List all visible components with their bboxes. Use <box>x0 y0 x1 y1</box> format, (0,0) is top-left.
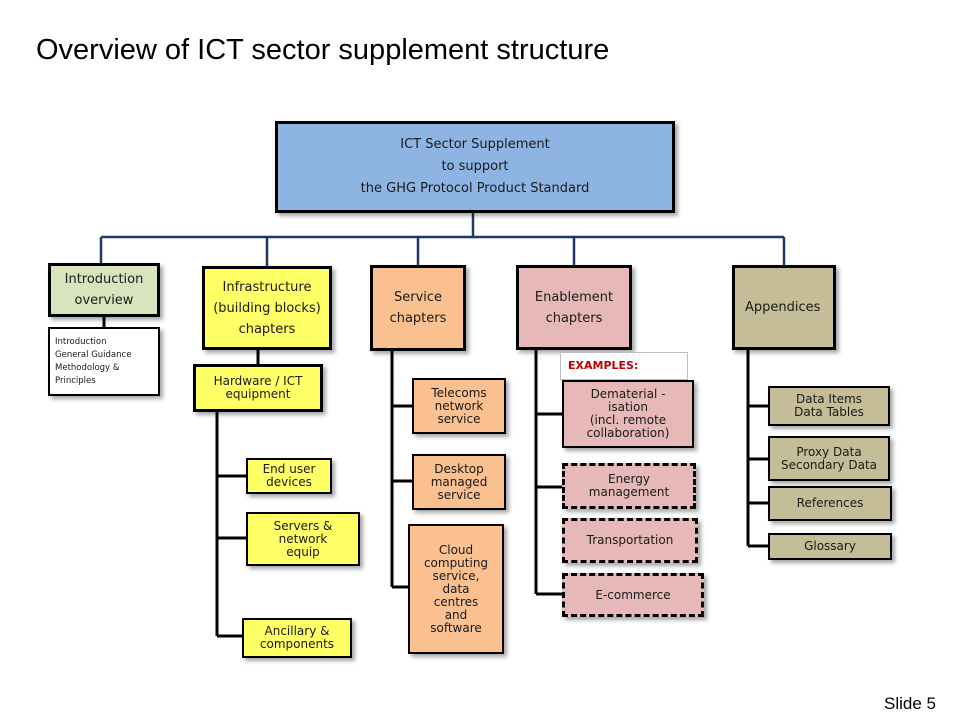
enable-line-2: chapters <box>545 310 603 326</box>
appendices-label: Appendices <box>745 300 821 315</box>
child-line: Glossary <box>804 539 856 553</box>
energy-management-box: Energy management <box>562 463 696 509</box>
appendices-box: Appendices <box>732 265 836 350</box>
service-line-1: Service <box>393 290 443 305</box>
child-line: Data Tables <box>794 405 864 419</box>
introduction-contents-box: Introduction General Guidance Methodolog… <box>48 327 160 396</box>
child-line: network <box>278 531 328 546</box>
child-line: Energy <box>607 472 650 486</box>
child-line: service, <box>432 568 480 583</box>
top-line-2: to support <box>441 159 509 174</box>
child-line: isation <box>608 400 648 414</box>
transportation-box: Transportation <box>562 518 698 563</box>
slide-number: Slide 5 <box>884 694 936 713</box>
infra-line-1: Infrastructure <box>222 279 312 295</box>
child-line: Cloud <box>438 542 474 557</box>
infra-line-3: chapters <box>238 321 296 337</box>
cloud-computing-box: Cloud computing service, data centres an… <box>408 524 504 654</box>
dematerialisation-box: Dematerial - isation (incl. remote colla… <box>562 380 694 448</box>
child-line: References <box>796 496 864 510</box>
enable-line-1: Enablement <box>534 289 614 305</box>
service-line-2: chapters <box>389 311 447 326</box>
examples-label: EXAMPLES: <box>560 352 688 380</box>
intro-sub-line: General Guidance <box>55 349 132 360</box>
glossary-box: Glossary <box>768 533 892 560</box>
child-line: equip <box>286 544 320 559</box>
infra-line-2: (building blocks) <box>213 300 321 316</box>
child-line: Secondary Data <box>780 457 878 472</box>
infrastructure-chapters-box: Infrastructure (building blocks) chapter… <box>202 266 332 350</box>
child-line: software <box>430 620 482 635</box>
child-line: service <box>437 411 481 426</box>
child-line: Proxy Data <box>796 444 862 459</box>
child-line: management <box>588 485 670 499</box>
intro-line-2: overview <box>74 293 134 308</box>
child-line: centres <box>433 594 479 609</box>
child-line: and <box>444 607 468 622</box>
child-line: service <box>437 487 481 502</box>
e-commerce-box: E-commerce <box>562 573 704 617</box>
child-line: data <box>442 581 470 596</box>
intro-line-1: Introduction <box>64 272 144 287</box>
child-line: Desktop <box>434 461 484 476</box>
child-line: computing <box>423 555 489 570</box>
child-line: End user <box>262 462 316 476</box>
hardware-ict-equipment-box: Hardware / ICT equipment <box>193 364 323 412</box>
child-line: devices <box>266 475 312 489</box>
child-line: Telecoms <box>431 385 487 400</box>
enablement-chapters-box: Enablement chapters <box>516 265 632 350</box>
child-line: Ancillary & <box>264 624 330 638</box>
child-line: network <box>434 398 484 413</box>
proxy-secondary-data-box: Proxy Data Secondary Data <box>768 436 890 481</box>
child-line: components <box>259 637 335 651</box>
page-title: Overview of ICT sector supplement struct… <box>36 34 610 66</box>
top-line-1: ICT Sector Supplement <box>400 137 550 152</box>
introduction-overview-box: Introduction overview <box>48 263 160 317</box>
top-line-3: the GHG Protocol Product Standard <box>360 181 590 196</box>
child-line: Servers & <box>273 518 333 533</box>
hardware-line-1: Hardware / ICT <box>213 374 303 388</box>
child-line: E-commerce <box>595 587 671 602</box>
intro-sub-line: Principles <box>55 375 96 386</box>
data-items-tables-box: Data Items Data Tables <box>768 386 890 426</box>
intro-sub-line: Introduction <box>55 336 107 347</box>
ancillary-components-box: Ancillary & components <box>242 618 352 658</box>
child-line: collaboration) <box>586 426 670 440</box>
child-line: managed <box>430 474 488 489</box>
intro-sub-line: Methodology & <box>55 362 120 373</box>
child-line: (incl. remote <box>589 413 667 427</box>
end-user-devices-box: End user devices <box>246 458 332 494</box>
child-line: Dematerial - <box>590 387 666 401</box>
telecoms-network-service-box: Telecoms network service <box>412 378 506 434</box>
child-line: Data Items <box>795 392 863 406</box>
references-box: References <box>768 486 892 521</box>
ict-sector-supplement-box: ICT Sector Supplement to support the GHG… <box>275 121 675 213</box>
desktop-managed-service-box: Desktop managed service <box>412 454 506 510</box>
hardware-line-2: equipment <box>225 387 291 401</box>
servers-network-equip-box: Servers & network equip <box>246 512 360 566</box>
service-chapters-box: Service chapters <box>370 265 466 351</box>
child-line: Transportation <box>586 533 674 547</box>
